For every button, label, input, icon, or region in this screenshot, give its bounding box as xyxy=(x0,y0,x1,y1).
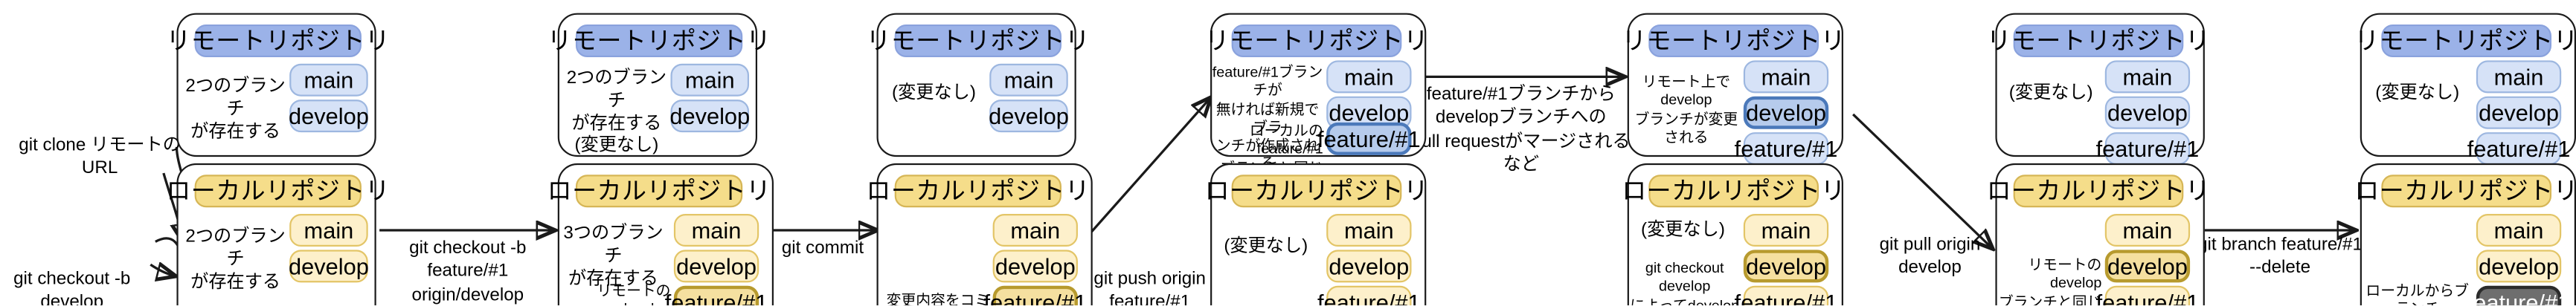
stage-4-local-card: ローカルリポジトリ (変更なし) main develop feature/#1 xyxy=(1205,163,1428,306)
stage-6-remote-branch-develop[interactable]: develop xyxy=(2104,96,2191,129)
stage-4-local-branch-feature[interactable]: feature/#1 xyxy=(1317,285,1421,306)
stage-5-local-note: (変更なし) xyxy=(1641,220,1725,241)
edge-label-pull: git pull origin develop xyxy=(1879,235,1981,279)
stage-4-remote-note: feature/#1ブランチが 無ければ新規でブラ ンチが作成される xyxy=(1212,63,1323,172)
stage-3-local-branch-feature[interactable]: feature/#1 xyxy=(983,285,1087,306)
stage-5-local-card: ローカルリポジトリ (変更なし) git checkout develop によ… xyxy=(1622,163,1846,306)
stage-4-local-title: ローカルリポジトリ xyxy=(1205,175,1428,208)
stage-6-remote-branch-feature[interactable]: feature/#1 xyxy=(2096,132,2199,166)
stage-1-remote-card: リモートリポジトリ 2つのブランチ が存在する main develop xyxy=(166,13,390,157)
stage-2-local-note-secondary: リモートのdevelop ブランチと同じ状態→ xyxy=(597,282,671,306)
stage-3-local-branch-develop[interactable]: develop xyxy=(992,250,1078,283)
edge-label-checkout-develop: git checkout -b develop origin/develop xyxy=(13,269,131,306)
stage-7-local-branch-main[interactable]: main xyxy=(2476,214,2562,247)
stage-4-remote-card: リモートリポジトリ feature/#1ブランチが 無ければ新規でブラ ンチが作… xyxy=(1205,13,1428,194)
stage-6-local-card: ローカルリポジトリ リモートのdevelop ブランチと同じ状態→ main d… xyxy=(1987,163,2210,306)
stage-5-local-branch-feature[interactable]: feature/#1 xyxy=(1735,285,1837,306)
stage-6-remote-title: リモートリポジトリ xyxy=(1987,24,2210,57)
stage-3-local-card: ローカルリポジトリ 変更内容をコミット→ main develop featur… xyxy=(866,163,1093,306)
stage-7-local-branch-develop[interactable]: develop xyxy=(2476,250,2562,283)
stage-2-local-note: 3つのブランチ が存在する xyxy=(563,224,664,289)
stage-6-local-branch-develop[interactable]: develop xyxy=(2104,250,2191,283)
stage-1-local-title: ローカルリポジトリ xyxy=(166,175,390,208)
stage-1-local-card: ローカルリポジトリ 2つのブランチ が存在する main develop xyxy=(166,163,390,306)
stage-4-local-branch-develop[interactable]: develop xyxy=(1326,250,1412,283)
stage-2-local-card: ローカルリポジトリ 3つのブランチ が存在する リモートのdevelop ブラン… xyxy=(547,163,774,306)
stage-6-local-branch-feature[interactable]: feature/#1 xyxy=(2096,285,2199,306)
stage-1-local-note: 2つのブランチ が存在する xyxy=(185,227,286,292)
stage-5-local-note-secondary: git checkout develop によってdevelop ブランチに移動… xyxy=(1630,259,1740,306)
stage-5-remote-branch-develop[interactable]: develop xyxy=(1743,96,1829,129)
edge-label-push: git push origin feature/#1 xyxy=(1093,269,1207,306)
stage-7-remote-card: リモートリポジトリ (変更なし) main develop feature/#1 xyxy=(2354,13,2576,166)
stage-5-remote-title: リモートリポジトリ xyxy=(1622,24,1846,57)
stage-3-remote-branch-develop[interactable]: develop xyxy=(989,100,1069,133)
stage-1-remote-branch-main[interactable]: main xyxy=(289,63,368,97)
stage-1-remote-title: リモートリポジトリ xyxy=(166,24,390,57)
edge-label-commit: git commit xyxy=(781,238,864,258)
stage-4-local-note: (変更なし) xyxy=(1224,236,1308,257)
stage-3-remote-branch-main[interactable]: main xyxy=(989,63,1068,97)
stage-2-remote-branch-develop[interactable]: develop xyxy=(669,100,750,133)
stage-7-remote-branch-main[interactable]: main xyxy=(2476,60,2562,94)
stage-6-remote-branch-main[interactable]: main xyxy=(2104,60,2191,94)
stage-5-remote-branch-main[interactable]: main xyxy=(1743,60,1829,94)
stage-1-local-branch-main[interactable]: main xyxy=(289,214,368,247)
edge-label-checkout-feature: git checkout -b feature/#1 origin/develo… xyxy=(409,238,527,305)
stage-3-remote-note: (変更なし) xyxy=(892,83,976,103)
stage-7-local-card: ローカルリポジトリ ローカルからブランチ 削除される main develop … xyxy=(2354,163,2576,306)
stage-3-remote-card: リモートリポジトリ (変更なし) main develop xyxy=(866,13,1090,157)
stage-5-local-branch-main[interactable]: main xyxy=(1743,214,1829,247)
stage-6-local-title: ローカルリポジトリ xyxy=(1987,175,2210,208)
connector-push xyxy=(1082,98,1211,243)
stage-7-local-title: ローカルリポジトリ xyxy=(2354,175,2576,208)
stage-4-local-branch-main[interactable]: main xyxy=(1326,214,1412,247)
stage-7-local-note-secondary: ローカルからブランチ 削除される xyxy=(2365,282,2469,306)
stage-2-local-title: ローカルリポジトリ xyxy=(547,175,771,208)
connector-pull xyxy=(1852,113,1992,248)
stage-3-local-branch-main[interactable]: main xyxy=(992,214,1078,247)
stage-2-remote-title: リモートリポジトリ xyxy=(547,24,771,57)
stage-2-remote-branch-main[interactable]: main xyxy=(670,63,750,97)
stage-2-local-branch-feature[interactable]: feature/#1 xyxy=(665,285,768,306)
stage-6-remote-note: (変更なし) xyxy=(2008,83,2093,103)
edge-label-branch-delete: git branch feature/#1 --delete xyxy=(2197,235,2363,279)
stage-1-local-branch-develop[interactable]: develop xyxy=(289,250,369,283)
stage-4-remote-branch-feature[interactable]: feature/#1 xyxy=(1317,122,1421,155)
stage-2-remote-note: 2つのブランチ が存在する (変更なし) xyxy=(566,68,667,156)
stage-2-remote-card: リモートリポジトリ 2つのブランチ が存在する (変更なし) main deve… xyxy=(547,13,771,157)
stage-4-remote-branch-main[interactable]: main xyxy=(1326,60,1412,94)
stage-6-remote-card: リモートリポジトリ (変更なし) main develop feature/#1 xyxy=(1987,13,2210,166)
stage-6-local-note-secondary: リモートのdevelop ブランチと同じ状態→ xyxy=(1998,256,2102,306)
stage-1-remote-note: 2つのブランチ が存在する xyxy=(185,76,286,142)
stage-2-local-branch-develop[interactable]: develop xyxy=(673,250,759,283)
stage-3-remote-title: リモートリポジトリ xyxy=(866,24,1090,57)
edge-label-pullrequest: feature/#1ブランチからdevelopブランチへの pull reque… xyxy=(1412,85,1631,175)
stage-2-local-branch-main[interactable]: main xyxy=(673,214,759,247)
stage-5-remote-branch-feature[interactable]: feature/#1 xyxy=(1735,132,1837,166)
stage-5-remote-note: リモート上でdevelop ブランチが変更される xyxy=(1634,73,1738,146)
stage-5-local-title: ローカルリポジトリ xyxy=(1622,175,1846,208)
stage-6-local-branch-main[interactable]: main xyxy=(2104,214,2191,247)
stage-7-remote-note: (変更なし) xyxy=(2375,83,2460,103)
stage-7-remote-branch-feature[interactable]: feature/#1 xyxy=(2467,132,2570,166)
stage-7-remote-title: リモートリポジトリ xyxy=(2354,24,2576,57)
stage-7-remote-branch-develop[interactable]: develop xyxy=(2476,96,2562,129)
stage-5-local-branch-develop[interactable]: develop xyxy=(1743,250,1829,283)
stage-1-remote-branch-develop[interactable]: develop xyxy=(289,100,369,133)
stage-3-local-title: ローカルリポジトリ xyxy=(866,175,1090,208)
edge-label-clone: git clone リモートのURL xyxy=(19,135,181,179)
stage-7-local-branch-feature[interactable]: feature/#1 xyxy=(2467,285,2570,306)
stage-3-local-note-secondary: 変更内容をコミット→ xyxy=(886,292,990,306)
stage-5-remote-card: リモートリポジトリ リモート上でdevelop ブランチが変更される main … xyxy=(1622,13,1846,166)
stage-4-remote-title: リモートリポジトリ xyxy=(1205,24,1428,57)
